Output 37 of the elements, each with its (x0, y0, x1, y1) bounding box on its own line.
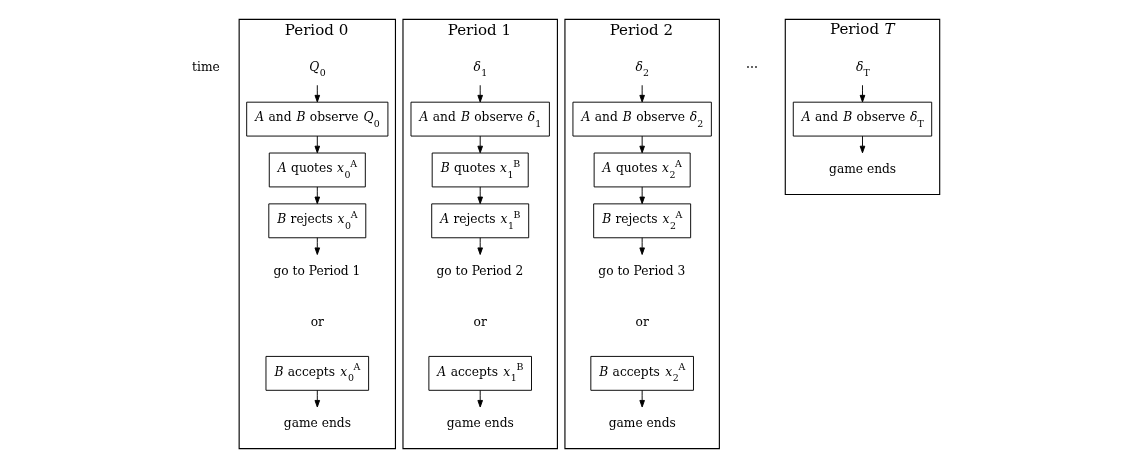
label: or (635, 314, 649, 329)
arrow (859, 84, 866, 103)
node-text: game ends (283, 416, 351, 431)
node-text: game ends (829, 162, 897, 177)
node-box: A and B observe δ$_{1}$ (410, 101, 550, 137)
node-box: A and B observe δ$_{2}$ (572, 101, 712, 137)
node-text: Q$_{0}$ (309, 59, 326, 79)
node-text: δ$_{2}$ (635, 59, 650, 79)
arrow (639, 237, 645, 255)
node-text: game ends (446, 416, 514, 431)
node-text: go to Period 3 (598, 263, 686, 278)
arrow (477, 84, 483, 103)
label: or (473, 314, 487, 329)
node-text: go to Period 1 (273, 263, 361, 278)
arrow (314, 135, 321, 154)
label: ⋯ (746, 60, 759, 75)
arrow (639, 84, 645, 103)
node-text: go to Period 2 (436, 263, 524, 278)
node-box: A and B observe Q$_{0}$ (246, 101, 389, 137)
arrow (859, 135, 866, 154)
node-text: δ$_{T}$ (855, 59, 870, 79)
arrow (477, 237, 483, 255)
arrow (314, 84, 321, 103)
arrow (314, 389, 321, 408)
arrow (639, 389, 645, 408)
label: or (310, 314, 324, 329)
node-box: A and B observe δ$_{T}$ (792, 101, 933, 137)
arrow (639, 186, 645, 205)
arrow (314, 237, 321, 255)
arrow (477, 389, 483, 408)
arrow (477, 186, 483, 205)
arrow (314, 186, 321, 205)
arrow (477, 135, 483, 154)
label: time (192, 60, 220, 75)
node-text: game ends (608, 416, 676, 431)
arrow (639, 135, 645, 154)
node-text: δ$_{1}$ (473, 59, 488, 79)
